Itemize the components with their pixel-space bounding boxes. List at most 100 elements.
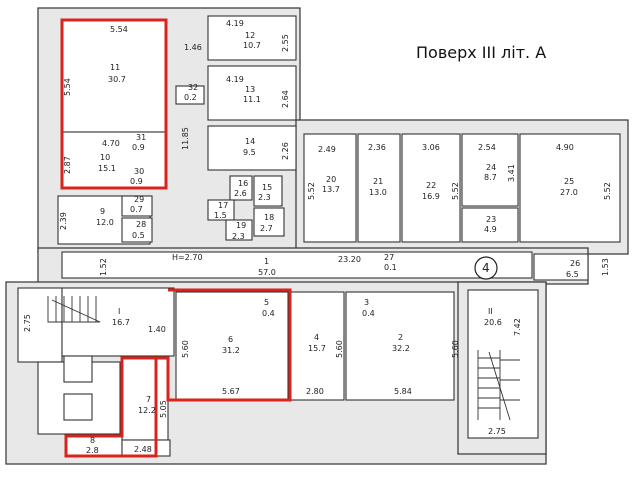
room-23-area: 4.9 bbox=[484, 225, 497, 234]
highlight-outlines bbox=[60, 18, 292, 458]
room-19 bbox=[225, 219, 253, 241]
room-24-area: 8.7 bbox=[484, 173, 497, 182]
room-18 bbox=[253, 207, 285, 237]
room-31-area: 0.9 bbox=[132, 143, 145, 152]
room-14-num: 14 bbox=[245, 137, 255, 146]
dim-label: 5.84 bbox=[394, 387, 412, 396]
room-10-num: 10 bbox=[100, 153, 110, 162]
room-25-num: 25 bbox=[564, 177, 574, 186]
room-16 bbox=[229, 175, 253, 201]
dim-label: 11.85 bbox=[181, 127, 190, 150]
room-21 bbox=[357, 133, 401, 243]
dim-label: 5.67 bbox=[222, 387, 240, 396]
room-22 bbox=[401, 133, 461, 243]
room-14-area: 9.5 bbox=[243, 148, 256, 157]
room-18-area: 2.7 bbox=[260, 224, 273, 233]
room-12 bbox=[207, 15, 297, 61]
room-II-num: II bbox=[488, 307, 493, 316]
room-1-area: 57.0 bbox=[258, 268, 276, 277]
room-6-num: 6 bbox=[228, 335, 233, 344]
dim-label: 2.75 bbox=[488, 427, 506, 436]
dim-label: 2.64 bbox=[281, 90, 290, 108]
room-28-num: 28 bbox=[136, 220, 146, 229]
room-2-num: 2 bbox=[398, 333, 403, 342]
room-20-area: 13.7 bbox=[322, 185, 340, 194]
room-22-area: 16.9 bbox=[422, 192, 440, 201]
room-32-num: 32 bbox=[188, 83, 198, 92]
room-19-num: 19 bbox=[236, 221, 246, 230]
room-11 bbox=[61, 19, 167, 133]
room-25 bbox=[519, 133, 621, 243]
room-32-area: 0.2 bbox=[184, 93, 197, 102]
dimension-labels: 5.54 5.54 2.87 2.39 1.46 11.85 4.70 4.19… bbox=[23, 19, 612, 454]
dim-label: 2.26 bbox=[281, 142, 290, 160]
room-21-num: 21 bbox=[373, 177, 383, 186]
room-II bbox=[467, 289, 539, 439]
dim-label: 1.40 bbox=[148, 325, 166, 334]
room-26-area: 6.5 bbox=[566, 270, 579, 279]
room-12-area: 10.7 bbox=[243, 41, 261, 50]
room-24 bbox=[461, 133, 519, 207]
dim-label: 5.52 bbox=[451, 182, 460, 200]
dim-label: 1.52 bbox=[99, 258, 108, 276]
room-27-num: 27 bbox=[384, 253, 394, 262]
room-5-area: 0.4 bbox=[262, 309, 275, 318]
dim-label: 23.20 bbox=[338, 255, 361, 264]
dim-label: 5.52 bbox=[307, 182, 316, 200]
room-14 bbox=[207, 125, 297, 171]
room-2-area: 32.2 bbox=[392, 344, 410, 353]
dim-label: 3.06 bbox=[422, 143, 440, 152]
room-11-num: 11 bbox=[110, 63, 120, 72]
dim-label: 1.46 bbox=[184, 43, 202, 52]
room-30-area: 0.9 bbox=[130, 177, 143, 186]
room-labels: 11 30.7 10 15.1 9 12.0 12 10.7 13 11.1 1… bbox=[86, 31, 580, 455]
room-28-area: 0.5 bbox=[132, 231, 145, 240]
room-24-num: 24 bbox=[486, 163, 496, 172]
room-10-area: 15.1 bbox=[98, 164, 116, 173]
room-II-area: 20.6 bbox=[484, 318, 502, 327]
room-31-num: 31 bbox=[136, 133, 146, 142]
room-17 bbox=[207, 199, 235, 221]
room-I-stair bbox=[17, 287, 63, 363]
dim-label: 2.54 bbox=[478, 143, 496, 152]
dim-label: 2.75 bbox=[23, 314, 32, 332]
dim-label: 5.54 bbox=[63, 78, 72, 96]
room-3-area: 0.4 bbox=[362, 309, 375, 318]
room-27-area: 0.1 bbox=[384, 263, 397, 272]
room-28 bbox=[121, 217, 153, 243]
dim-label: 5.60 bbox=[181, 340, 190, 358]
room-1 bbox=[61, 251, 533, 279]
dim-label: 2.55 bbox=[281, 34, 290, 52]
rooms bbox=[17, 15, 621, 457]
room-18-num: 18 bbox=[264, 213, 274, 222]
room-23-num: 23 bbox=[486, 215, 496, 224]
room-25-area: 27.0 bbox=[560, 188, 578, 197]
room-7 bbox=[121, 357, 169, 441]
dim-label: 5.05 bbox=[159, 400, 168, 418]
dim-label: 5.60 bbox=[335, 340, 344, 358]
dim-label: 4.70 bbox=[102, 139, 120, 148]
room-16-num: 16 bbox=[238, 179, 248, 188]
room-20-num: 20 bbox=[326, 175, 336, 184]
room-22-num: 22 bbox=[426, 181, 436, 190]
elevator-box-upper bbox=[63, 355, 93, 383]
dim-label: 5.60 bbox=[451, 340, 460, 358]
room-29-area: 0.7 bbox=[130, 205, 143, 214]
room-13-area: 11.1 bbox=[243, 95, 261, 104]
room-I-area: 16.7 bbox=[112, 318, 130, 327]
room-4 bbox=[289, 291, 345, 401]
highlight-rooms-10-11 bbox=[60, 18, 168, 190]
dim-label: 2.49 bbox=[318, 145, 336, 154]
room-I-num: I bbox=[118, 307, 120, 316]
dim-label: 2.39 bbox=[59, 212, 68, 230]
dim-label: 3.41 bbox=[507, 164, 516, 182]
room-9-num: 9 bbox=[100, 207, 105, 216]
room-15-num: 15 bbox=[262, 183, 272, 192]
room-8-num: 8 bbox=[90, 436, 95, 445]
room-17-area: 1.5 bbox=[214, 211, 227, 220]
dim-label: 4.19 bbox=[226, 75, 244, 84]
dim-label: 1.53 bbox=[601, 258, 610, 276]
room-2 bbox=[345, 291, 455, 401]
room-26-num: 26 bbox=[570, 259, 580, 268]
